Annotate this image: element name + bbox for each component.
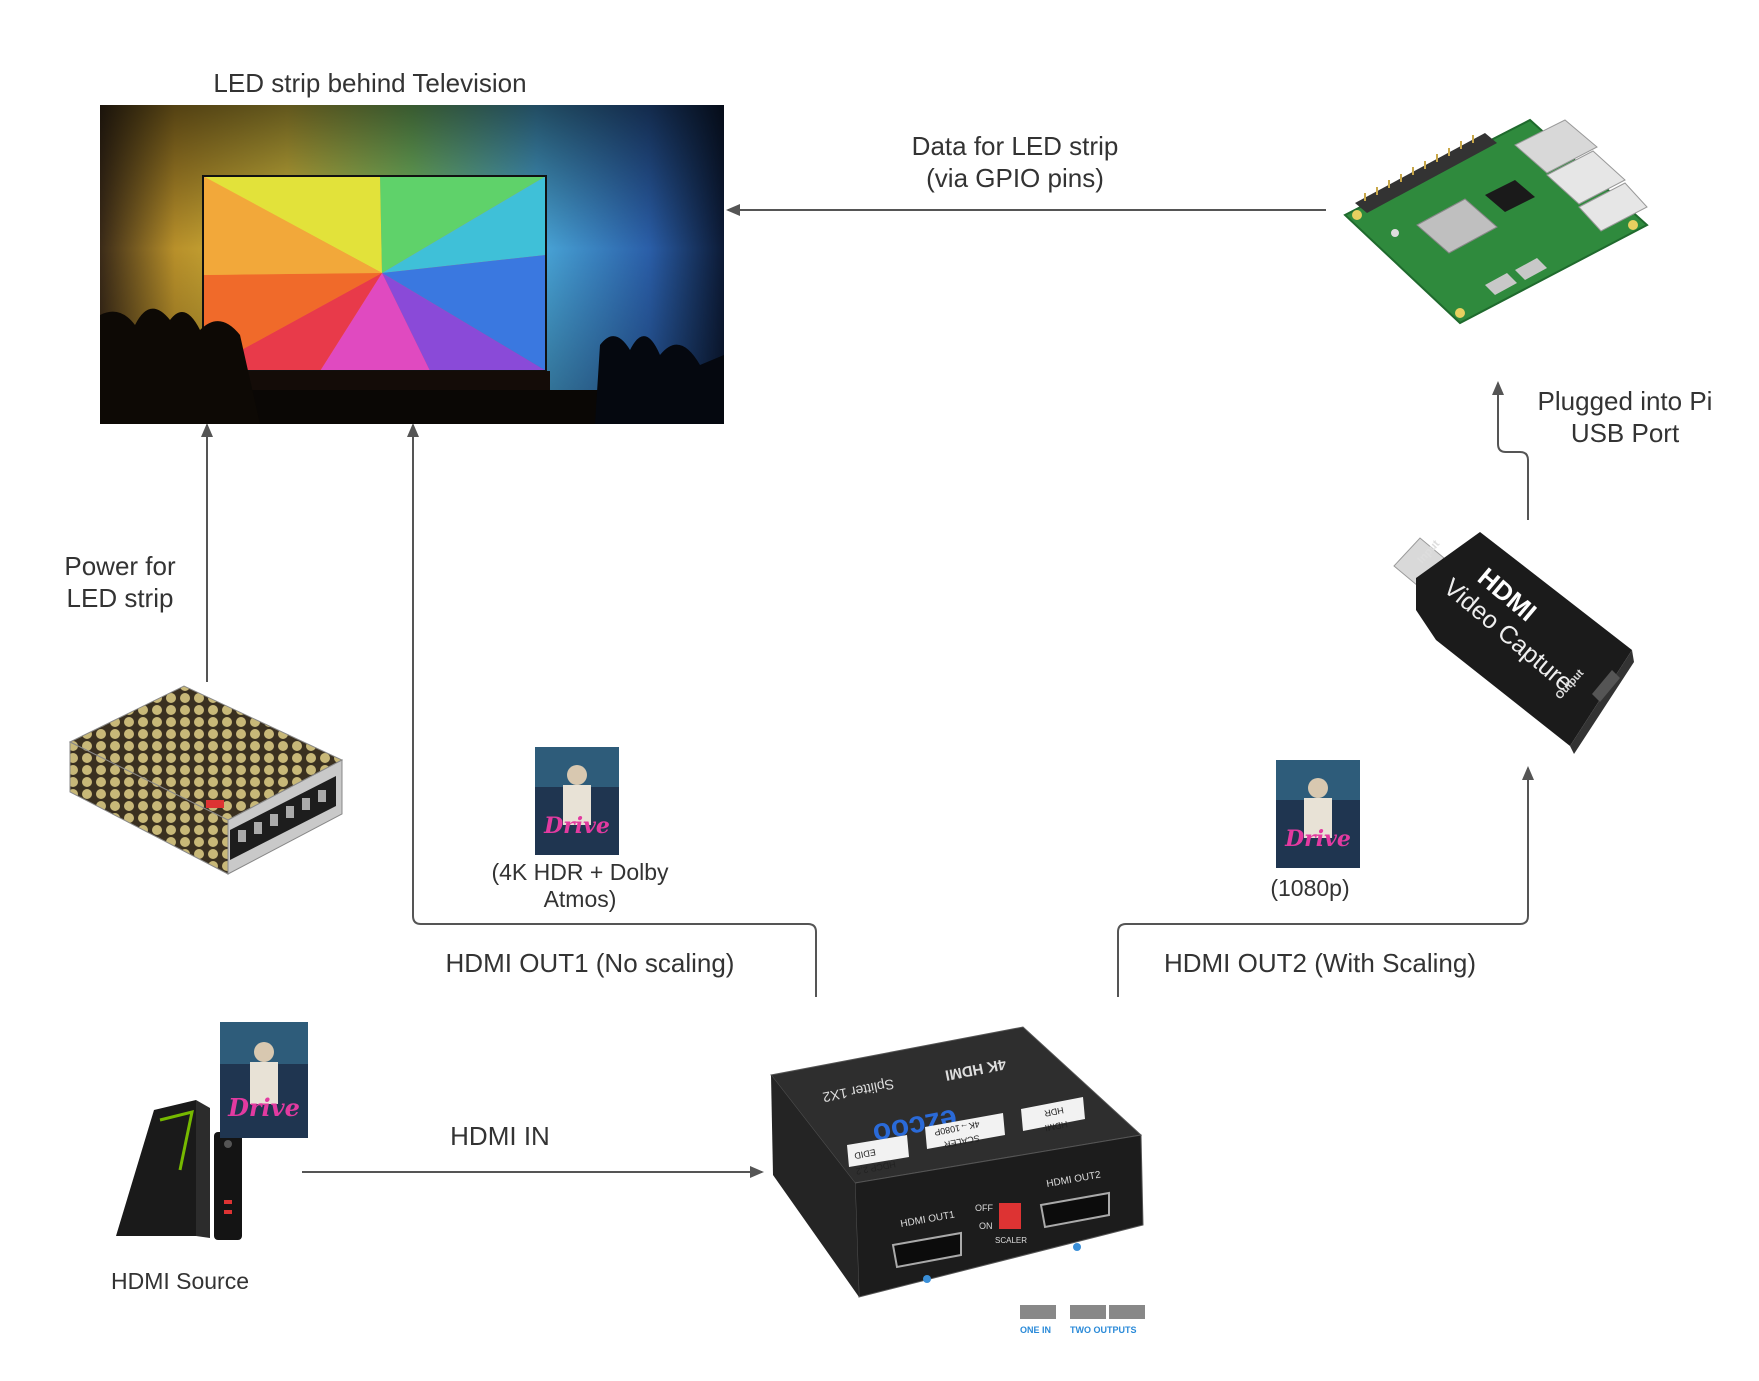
p1080-label: (1080p): [1270, 875, 1350, 901]
usb-label-2: USB Port: [1570, 418, 1680, 448]
out1-label: HDMI OUT1 (No scaling): [445, 948, 735, 978]
badge-hdmi: HDMI: [1044, 1119, 1068, 1133]
gpio-label-1: Data for LED strip: [911, 131, 1119, 161]
poster-1080p: Drive: [1276, 760, 1360, 868]
power-label-1: Power for: [64, 551, 176, 581]
power-supply-image: [68, 685, 344, 875]
switch-on: ON: [979, 1221, 993, 1231]
power-label-2: LED strip: [66, 583, 174, 613]
tv-title: LED strip behind Television: [213, 68, 527, 98]
hdr-label-2: Atmos): [543, 886, 617, 912]
legend-two-outputs: TWO OUTPUTS: [1070, 1325, 1137, 1335]
poster-4k: Drive: [535, 747, 619, 855]
switch-label: SCALER: [995, 1236, 1027, 1245]
poster-1080p-title: Drive: [1284, 826, 1351, 852]
usb-arrow: [1492, 381, 1529, 520]
out1-arrow: [407, 423, 817, 997]
tv-led-image: [100, 105, 724, 424]
badge-edid: EDID: [853, 1147, 877, 1161]
gpio-label-2: (via GPIO pins): [926, 163, 1104, 193]
capture-card-image: HDMI Video Capture Input Output: [1393, 532, 1634, 754]
poster-4k-title: Drive: [543, 813, 610, 839]
switch-off: OFF: [975, 1203, 993, 1213]
hdmi-splitter-image: 4K HDMI Splitter 1X2 ezcoo EDID HDCP 2.2…: [770, 1026, 1145, 1335]
hdmi-in-label: HDMI IN: [450, 1121, 550, 1151]
poster-source-title: Drive: [227, 1093, 300, 1122]
out2-label: HDMI OUT2 (With Scaling): [1163, 948, 1477, 978]
raspberry-pi-image: [1343, 118, 1649, 325]
usb-label-1: Plugged into Pi: [1537, 386, 1713, 416]
legend-one-in: ONE IN: [1020, 1325, 1051, 1335]
hdr-label-1: (4K HDR + Dolby: [491, 859, 669, 885]
out2-arrow: [1117, 766, 1534, 997]
hdmi-source-label: HDMI Source: [110, 1268, 250, 1294]
hdmi-source-image: Drive: [116, 1022, 308, 1240]
badge-hdr: HDR: [1043, 1105, 1065, 1119]
